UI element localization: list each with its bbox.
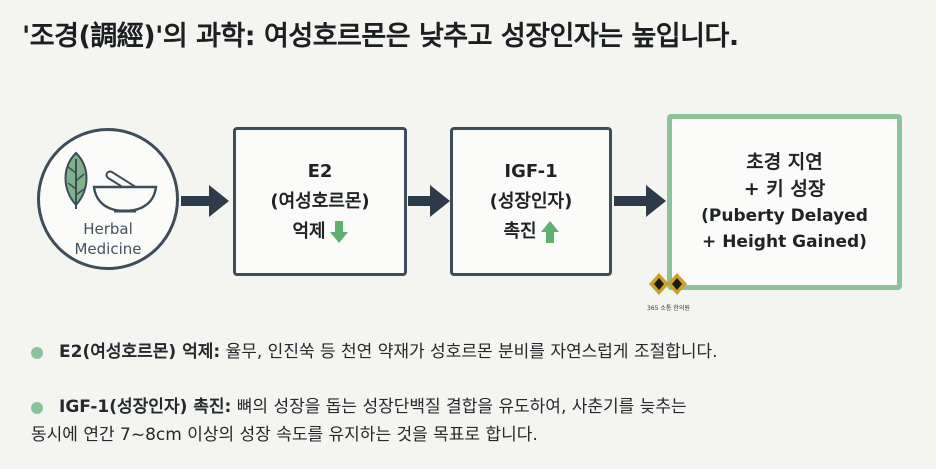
result-box: 초경 지연 + 키 성장 (Puberty Delayed + Height G… [667,114,902,290]
e2-effect-label: 억제 [292,220,326,242]
bullet-dot [31,347,43,359]
e2-title: E2 [307,160,333,182]
bullet-igf1: IGF-1(성장인자) 촉진: 뼈의 성장을 돕는 성장단백질 결합을 유도하여… [31,393,687,449]
herb-label-line2: Medicine [74,240,142,258]
flow-arrow-icon [181,185,229,217]
flow-arrow-icon [614,185,666,217]
up-arrow-icon [540,220,559,243]
bullet-e2: E2(여성호르몬) 억제: 율무, 인진쑥 등 천연 약재가 성호르몬 분비를 … [31,338,718,366]
bullet-igf1-text2: 동시에 연간 7~8cm 이상의 성장 속도를 유지하는 것을 목표로 합니다. [31,425,538,445]
bullet-dot [31,402,43,414]
flow-arrow-icon [408,185,450,217]
diamond-logo-icon [649,273,688,295]
down-arrow-icon [329,220,348,243]
bullet-igf1-text: 뼈의 성장을 돕는 성장단백질 결합을 유도하여, 사춘기를 늦추는 [231,397,687,417]
clinic-logo-text: 365 소통 한의원 [647,305,690,312]
result-line3: (Puberty Delayed [701,206,868,226]
e2-suppression-box: E2 (여성호르몬) 억제 [233,127,407,276]
igf1-promotion-box: IGF-1 (성장인자) 촉진 [450,127,612,276]
e2-subtitle: (여성호르몬) [270,190,370,212]
bullet-igf1-label: IGF-1(성장인자) 촉진: [59,397,232,417]
page-title: '조경(調經)'의 과학: 여성호르몬은 낮추고 성장인자는 높입니다. [22,21,739,52]
result-line2: + 키 성장 [743,178,826,200]
herbal-medicine-circle: Herbal Medicine [37,128,179,270]
igf1-title: IGF-1 [504,160,558,182]
igf1-effect-label: 촉진 [503,220,537,242]
bullet-e2-text: 율무, 인진쑥 등 천연 약재가 성호르몬 분비를 자연스럽게 조절합니다. [220,342,718,362]
clinic-logo: 365 소통 한의원 [647,272,690,312]
bullet-e2-label: E2(여성호르몬) 억제: [59,342,221,362]
result-line1: 초경 지연 [746,151,823,173]
result-line4: + Height Gained) [702,232,867,252]
leaf-mortar-pestle-icon [64,151,158,213]
igf1-subtitle: (성장인자) [489,190,573,212]
herb-label-line1: Herbal [83,220,133,238]
